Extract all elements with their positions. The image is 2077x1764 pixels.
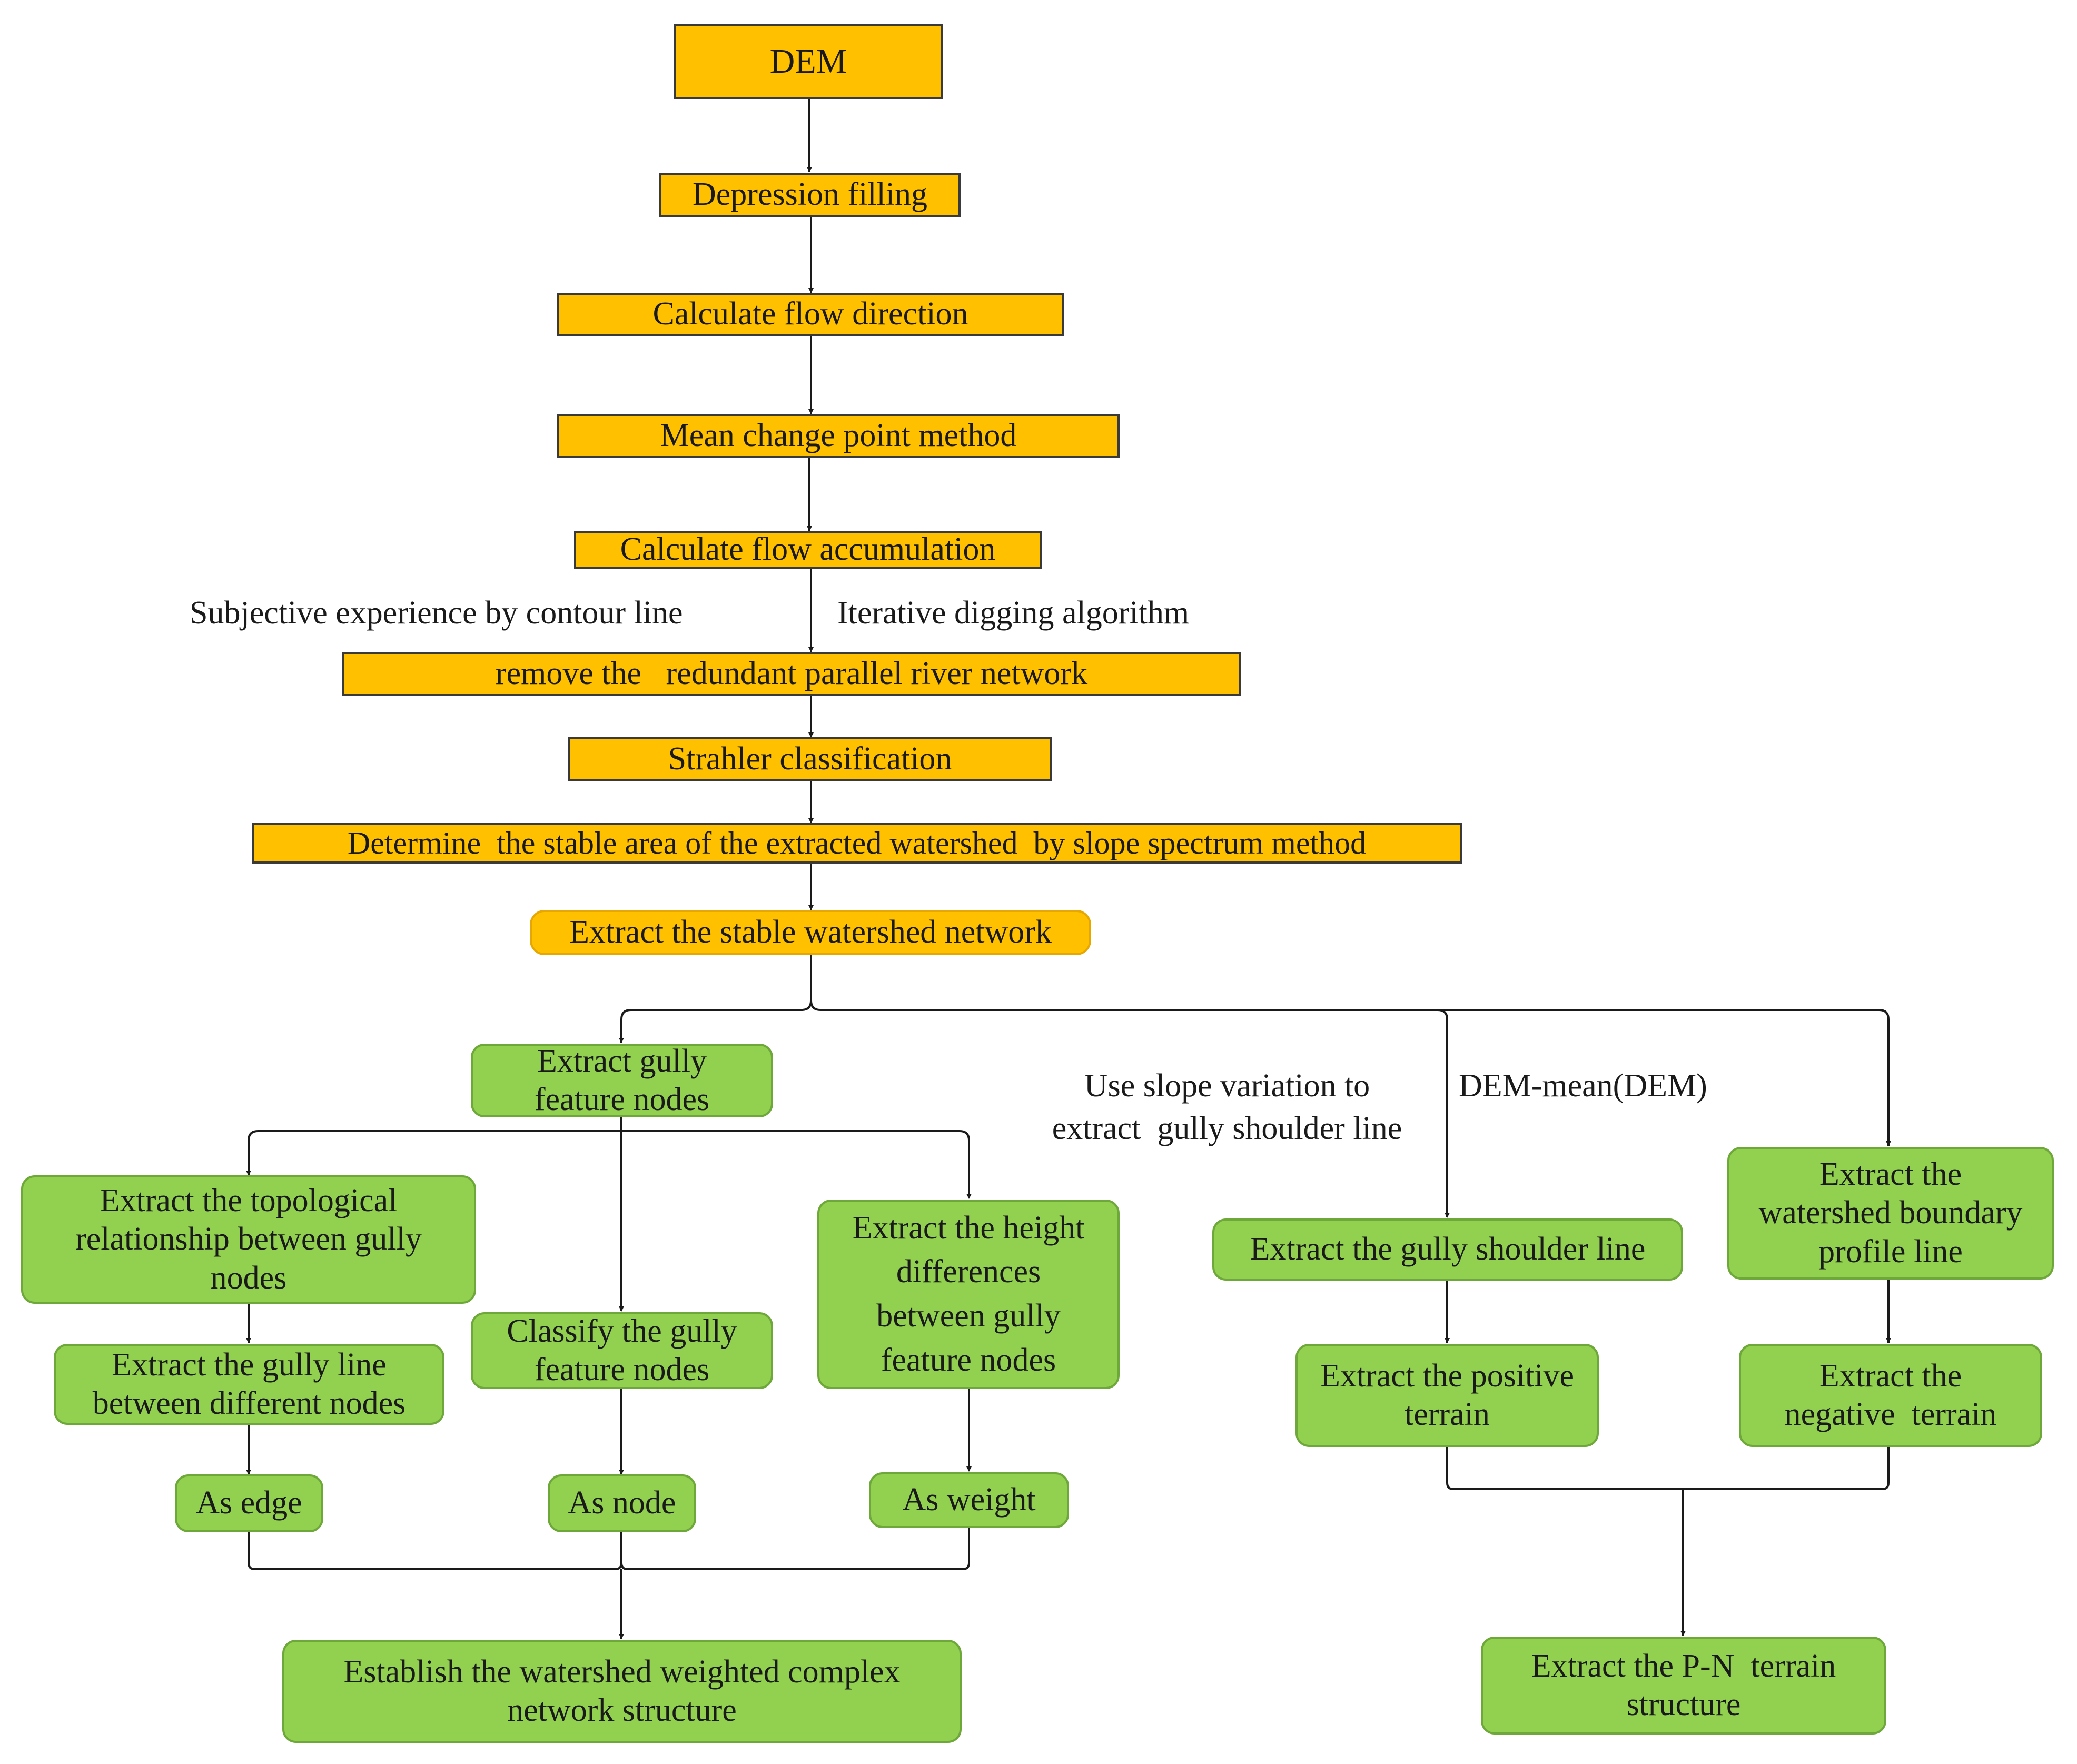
boundary-line-1: Extract the [1819,1156,1962,1193]
gully-line-line-2: between different nodes [92,1385,406,1421]
dem-box: DEM [674,24,943,99]
flow-accumulation-box: Calculate flow accumulation [574,531,1042,569]
merge-to-network [248,1532,622,1570]
topological-line-1: Extract the topological [100,1183,398,1219]
topological-line-2: relationship between gully [75,1221,422,1257]
slope-spectrum-label: Determine the stable area of the extract… [347,826,1367,861]
slope-spectrum-box: Determine the stable area of the extract… [252,823,1462,864]
slope-variation-line-2: extract gully shoulder line [1052,1110,1402,1146]
classify-line-1: Classify the gully [507,1313,737,1349]
pn-line-2: structure [1626,1687,1741,1722]
topological-box: Extract the topological relationship bet… [21,1175,476,1304]
flow-direction-label: Calculate flow direction [652,296,968,332]
split-feature-nodes [246,1117,622,1176]
as-weight-label: As weight [902,1482,1036,1518]
negative-line-1: Extract the [1819,1357,1962,1394]
network-line-1: Establish the watershed weighted complex [343,1653,901,1690]
as-weight-box: As weight [869,1472,1069,1528]
dem-mean-label: DEM-mean(DEM) [1459,1068,1707,1104]
pn-structure-box: Extract the P-N terrain structure [1481,1637,1886,1735]
gully-line-box: Extract the gully line between different… [54,1344,444,1425]
strahler-label: Strahler classification [668,741,952,777]
network-line-2: network structure [507,1692,737,1728]
negative-terrain-box: Extract the negative terrain [1739,1344,2042,1447]
as-edge-label: As edge [196,1485,302,1521]
height-line-1: Extract the height [852,1210,1085,1246]
height-differences-box: Extract the height differences between g… [817,1200,1120,1389]
height-line-4: feature nodes [881,1342,1056,1378]
remove-parallel-box: remove the redundant parallel river netw… [342,652,1241,696]
boundary-line-3: profile line [1818,1233,1963,1270]
mean-change-point-label: Mean change point method [660,418,1017,454]
depression-filling-box: Depression filling [659,173,961,217]
strahler-box: Strahler classification [568,737,1052,781]
slope-variation-line-1: Use slope variation to [1084,1068,1370,1104]
as-node-label: As node [568,1485,676,1521]
flow-direction-box: Calculate flow direction [557,293,1064,336]
boundary-line-2: watershed boundary [1758,1195,2023,1231]
positive-line-1: Extract the positive [1320,1357,1575,1394]
classify-nodes-box: Classify the gully feature nodes [471,1312,773,1389]
positive-terrain-box: Extract the positive terrain [1295,1344,1599,1447]
contour-label: Subjective experience by contour line [190,595,683,631]
split-stable-network [619,955,812,1043]
pn-line-1: Extract the P-N terrain [1531,1648,1836,1684]
iterative-label: Iterative digging algorithm [837,595,1190,631]
stable-network-label: Extract the stable watershed network [569,914,1052,950]
dem-label: DEM [769,42,847,81]
positive-line-2: terrain [1405,1396,1490,1432]
classify-line-2: feature nodes [534,1352,710,1388]
boundary-profile-box: Extract the watershed boundary profile l… [1727,1147,2054,1280]
feature-nodes-line-2: feature nodes [534,1082,710,1117]
weighted-network-box: Establish the watershed weighted complex… [282,1640,962,1743]
gully-shoulder-line-label: Extract the gully shoulder line [1250,1231,1646,1267]
merge-to-pn [1446,1447,1890,1490]
slope-variation-label: Use slope variation to extract gully sho… [1027,1065,1427,1149]
remove-parallel-label: remove the redundant parallel river netw… [495,656,1088,692]
as-node-box: As node [548,1474,696,1532]
extract-feature-nodes-box: Extract gully feature nodes [471,1044,773,1117]
negative-line-2: negative terrain [1784,1396,1997,1432]
mean-change-point-box: Mean change point method [557,414,1120,458]
as-edge-box: As edge [175,1474,323,1532]
stable-network-box: Extract the stable watershed network [530,910,1091,955]
height-line-3: between gully [876,1298,1061,1334]
gully-line-line-1: Extract the gully line [112,1346,387,1383]
height-line-2: differences [896,1254,1041,1290]
topological-line-3: nodes [210,1260,287,1296]
flow-accumulation-label: Calculate flow accumulation [620,531,996,568]
gully-shoulder-line-box: Extract the gully shoulder line [1212,1218,1683,1281]
feature-nodes-line-1: Extract gully [537,1044,707,1079]
depression-filling-label: Depression filling [693,176,927,213]
